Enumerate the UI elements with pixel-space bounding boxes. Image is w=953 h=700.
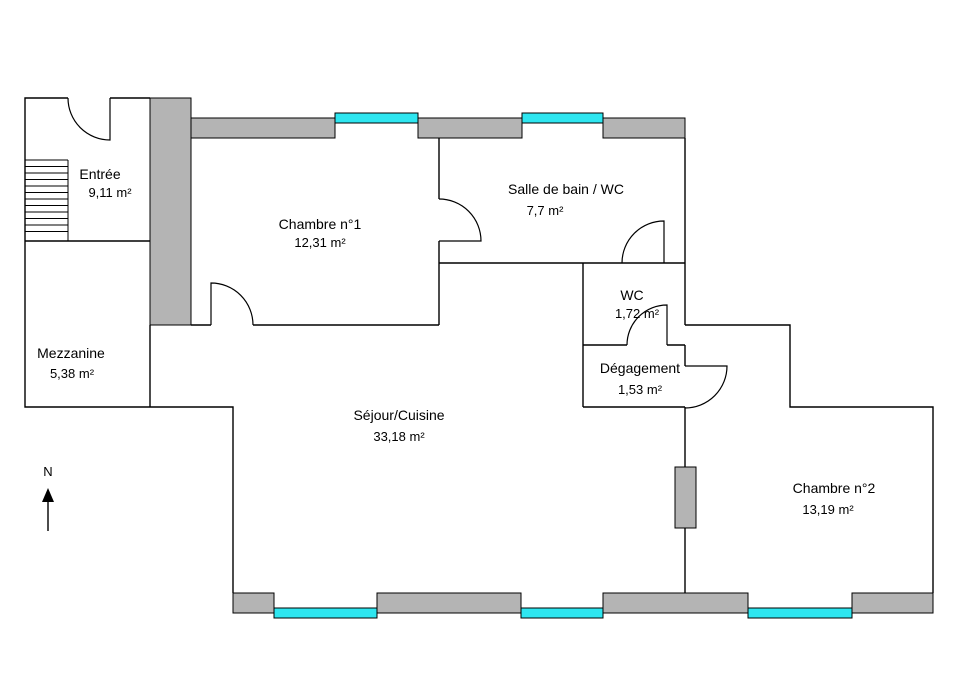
room-name-entree: Entrée [79,166,120,182]
room-area-chambre1: 12,31 m² [294,235,346,250]
wall-column-left [149,97,192,326]
wall-chambre2-outline [685,324,934,593]
wall-top-1 [190,117,336,139]
room-labels: Entrée 9,11 m² Mezzanine 5,38 m² Chambre… [37,166,875,517]
room-name-wc: WC [620,287,643,303]
door-chambre1 [210,282,254,326]
room-area-wc: 1,72 m² [615,306,660,321]
wall-top-2 [417,117,523,139]
room-area-degagement: 1,53 m² [618,382,663,397]
doors [67,97,728,409]
room-area-sdb: 7,7 m² [527,203,565,218]
room-name-mezzanine: Mezzanine [37,345,105,361]
stairs [24,159,69,241]
wall-bottom-4 [851,592,934,614]
room-area-sejour: 33,18 m² [373,429,425,444]
wall-bottom-1 [232,592,275,614]
wall-top-3 [602,117,686,139]
window-top-1 [334,112,419,124]
window-bottom-3 [747,607,853,619]
window-bottom-2 [520,607,604,619]
room-name-degagement: Dégagement [600,360,680,376]
room-area-entree: 9,11 m² [88,185,132,200]
thin-walls [24,97,934,593]
wall-bottom-3 [602,592,749,614]
door-degagement [684,365,728,409]
wall-bottom-2 [376,592,522,614]
wall-entree-mezzanine-outline [24,97,150,408]
door-sdb-right [621,220,665,264]
room-name-sejour: Séjour/Cuisine [353,407,444,423]
door-sdb-left [438,198,482,242]
wall-pillar [674,466,697,529]
room-name-sdb: Salle de bain / WC [508,181,624,197]
window-bottom-1 [273,607,378,619]
wall-sejour-left [150,406,234,593]
room-name-chambre2: Chambre n°2 [793,480,876,496]
room-name-chambre1: Chambre n°1 [279,216,362,232]
north-compass: N [42,464,54,531]
north-arrow-icon [42,488,54,502]
door-wc [626,304,668,346]
thick-walls [149,97,934,614]
compass-label: N [43,464,52,479]
door-entree [67,97,111,141]
room-area-chambre2: 13,19 m² [802,502,854,517]
window-top-2 [521,112,604,124]
room-area-mezzanine: 5,38 m² [50,366,95,381]
windows [273,112,853,619]
